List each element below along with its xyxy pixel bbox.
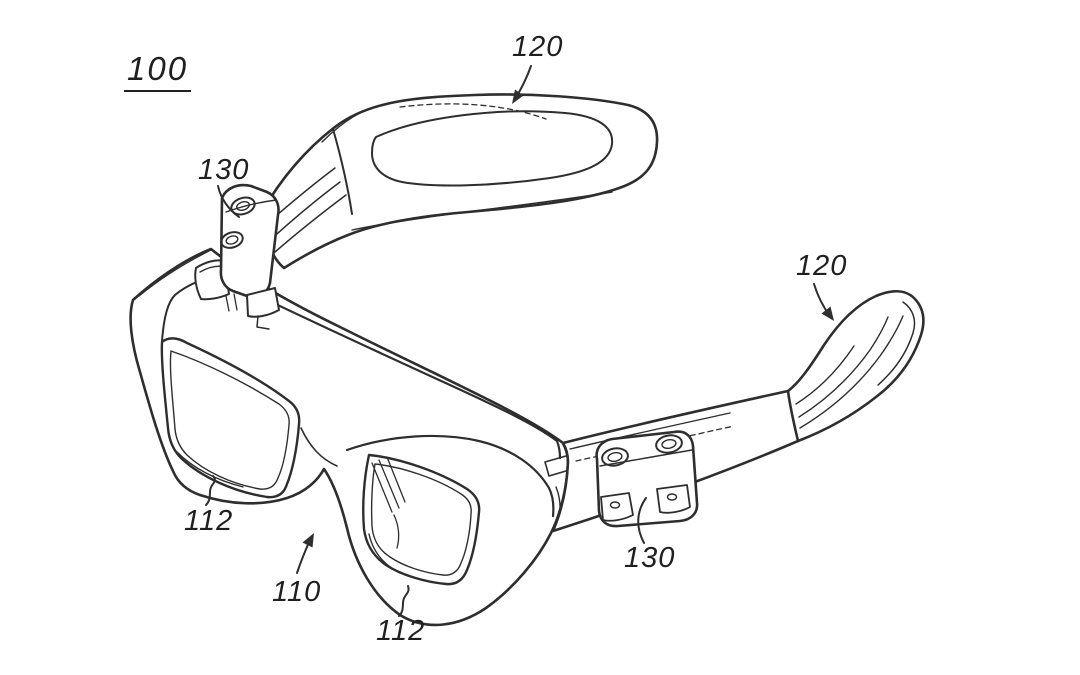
arrowhead-120-right [821, 306, 834, 321]
ref-label-hinge-130-left: 130 [198, 154, 250, 186]
right-hinge-screw-right [655, 434, 683, 454]
paddle-flow-line-2 [798, 316, 889, 418]
ref-label-lens-112-left: 112 [184, 505, 234, 537]
ref-label-lens-112-right: 112 [376, 615, 426, 647]
right-hinge-tab-right [656, 484, 691, 514]
left-hinge-bracket-notch [256, 315, 270, 330]
right-hinge-tab-left-pin [609, 501, 621, 509]
right-hinge-screw-left [601, 447, 629, 467]
right-hinge-tab-right-pin [666, 493, 678, 501]
left-hinge-hatch-2 [225, 295, 230, 312]
left-lens-edge-line [176, 451, 244, 488]
right-lens-rim-top [345, 434, 555, 518]
right-hinge [595, 430, 699, 528]
ref-label-temple-120-top: 120 [512, 31, 564, 63]
right-lens [345, 434, 555, 586]
left-temple [260, 93, 659, 270]
nose-pad-line-2 [378, 459, 400, 509]
left-temple-top-chamfer [321, 108, 369, 143]
left-temple-divider [332, 128, 353, 215]
left-lens-groove [169, 350, 290, 490]
ref-label-assembly-100: 100 [124, 52, 192, 92]
left-temple-pad-outline [371, 110, 614, 187]
left-hinge-hatch-1 [233, 293, 238, 311]
arrowhead-120-top [512, 89, 524, 104]
ref-label-hinge-130-right: 130 [624, 542, 676, 574]
left-temple-dashed-line [399, 103, 547, 120]
leader-112-right [398, 585, 410, 617]
bridge-saddle-line [300, 427, 338, 467]
left-hinge-block [219, 183, 280, 299]
left-hinge-screw-bottom [220, 231, 244, 249]
paddle-flow-line-3 [795, 345, 855, 405]
right-temple-paddle [786, 290, 925, 443]
paddle-tip-inner-line [877, 301, 916, 386]
ref-label-frame-110: 110 [272, 576, 322, 608]
leader-130-right [637, 497, 647, 544]
right-lens-edge-line [368, 533, 401, 574]
ref-label-temple-120-right: 120 [796, 250, 848, 282]
right-temple-band-line [569, 412, 731, 450]
frame-front [129, 247, 577, 627]
corner-chamfer [138, 250, 210, 297]
left-temple-outline [260, 93, 659, 270]
left-lens-opening [160, 337, 301, 499]
arrowhead-110 [302, 533, 314, 548]
brow-front-top-edge [236, 284, 562, 460]
leader-130-left [217, 185, 240, 218]
left-temple-segment-line-3 [274, 194, 347, 253]
left-temple-bottom-line [351, 191, 613, 231]
left-lens [160, 337, 301, 499]
nose-pad-arc [393, 514, 400, 549]
nose-pad-line-3 [386, 456, 406, 503]
left-hinge-bracket [246, 287, 280, 318]
nose-pad-line-1 [371, 462, 393, 513]
annotations [205, 65, 834, 617]
leader-112-left [205, 475, 216, 506]
right-hinge-tab-left [600, 492, 634, 522]
right-lens-groove [370, 463, 472, 576]
paddle-flow-line-1 [799, 315, 904, 429]
